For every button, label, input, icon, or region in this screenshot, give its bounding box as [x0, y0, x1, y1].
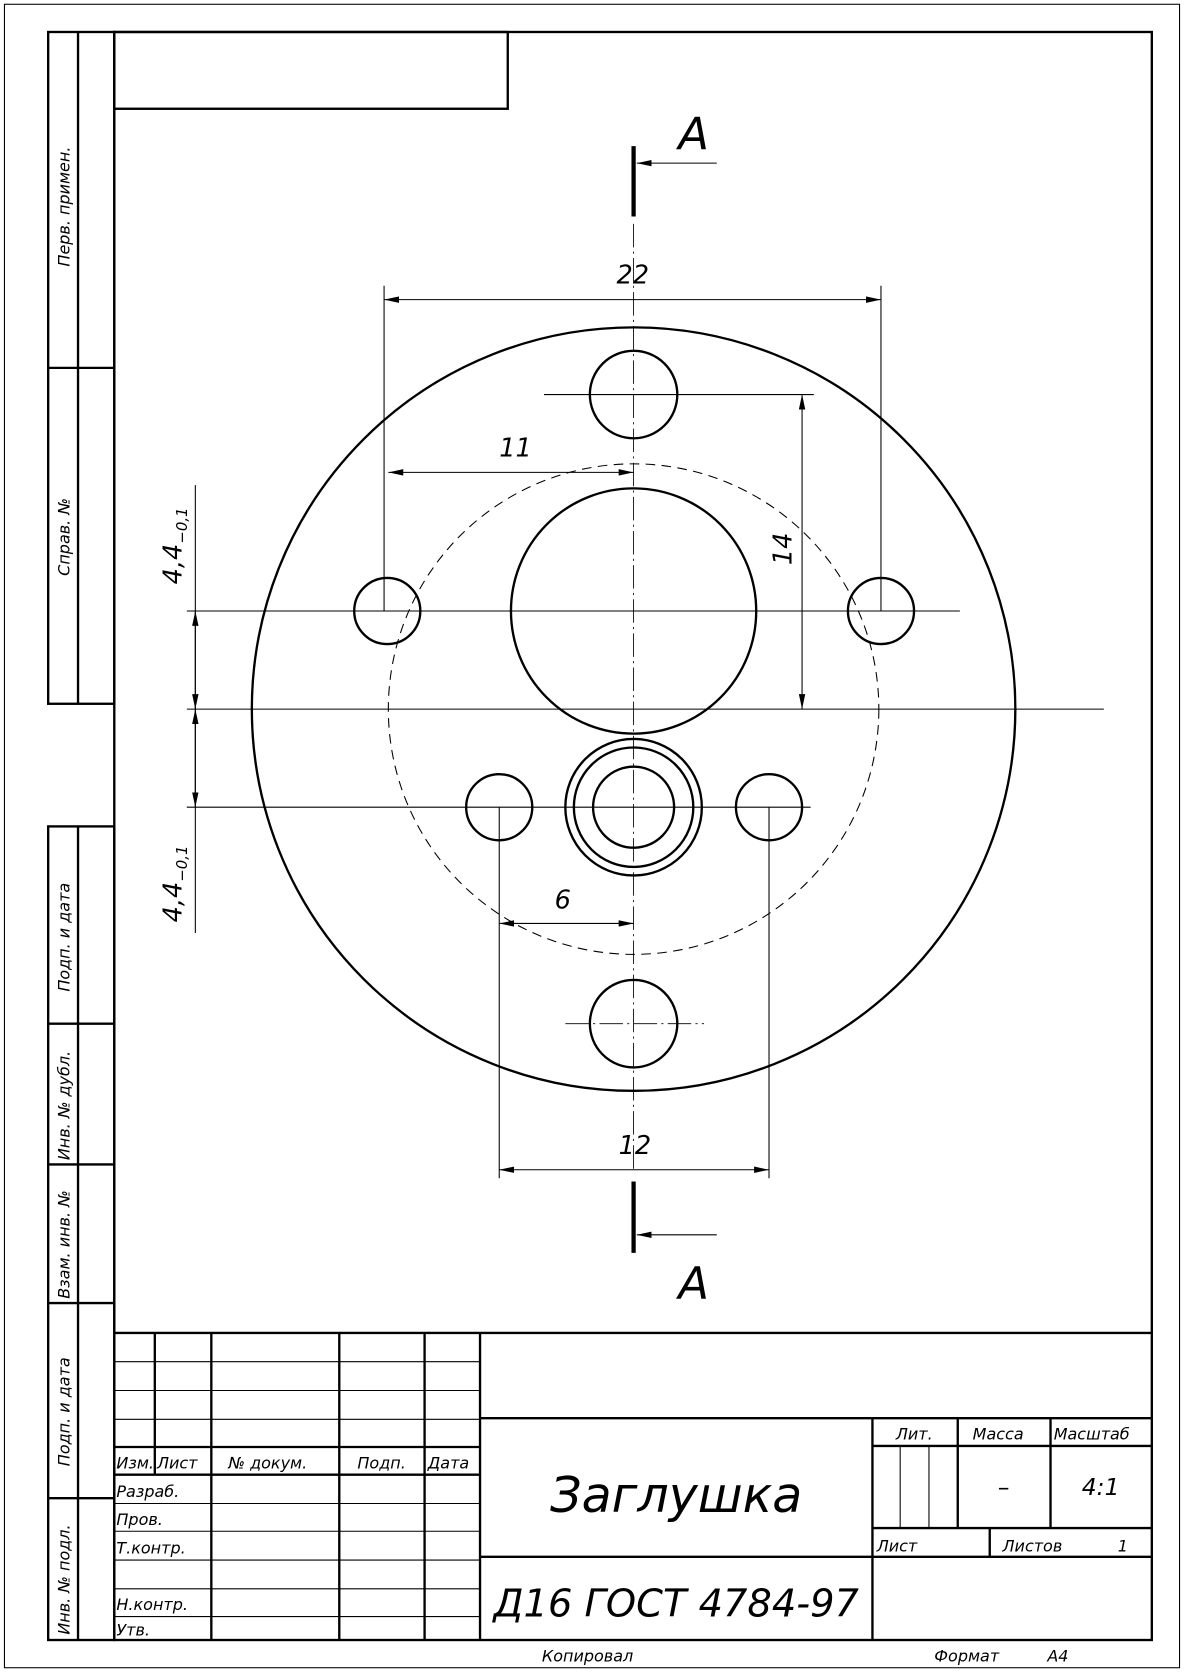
sheet-label: Лист	[876, 1537, 918, 1556]
boss-outer	[564, 737, 704, 877]
svg-text:12: 12	[619, 1131, 652, 1161]
svg-text:4,4−0,1: 4,4−0,1	[158, 845, 190, 922]
role-tkontr: Т.контр.	[116, 1539, 185, 1558]
format-label: Формат	[934, 1646, 1000, 1665]
side-label-podp-data-2: Подп. и дата	[55, 1357, 74, 1466]
copied-label: Копировал	[542, 1646, 633, 1665]
side-label-inv-dubl: Инв. № дубл.	[55, 1051, 74, 1160]
role-prov: Пров.	[116, 1510, 162, 1529]
sheet-edge	[3, 3, 1181, 1669]
dimension-11: 11	[388, 433, 634, 476]
hole-bottom	[588, 978, 679, 1069]
central-hole	[509, 487, 758, 735]
dimension-4-4-tolerance: 4,4−0,1 4,4−0,1	[158, 485, 199, 934]
left-strip-lower	[47, 825, 116, 1642]
svg-text:11: 11	[499, 433, 532, 463]
hole-top	[588, 349, 679, 440]
dimension-22: 22	[383, 261, 882, 612]
lit-label: Лит.	[895, 1425, 933, 1444]
format-value: A4	[1046, 1646, 1068, 1665]
section-marker-top: A	[631, 107, 717, 217]
svg-text:6: 6	[555, 886, 571, 916]
dimension-12: 12	[498, 807, 770, 1179]
part-material: Д16 ГОСТ 4784-97	[492, 1582, 860, 1627]
side-label-sprav: Справ. №	[55, 498, 74, 576]
role-utv: Утв.	[116, 1621, 150, 1640]
section-marker-bottom: A	[631, 1181, 717, 1310]
dimension-6: 6	[499, 886, 634, 927]
svg-text:A: A	[675, 107, 709, 160]
header-sign: Подп.	[357, 1453, 405, 1472]
side-label-inv-podl: Инв. № подл.	[55, 1524, 74, 1634]
svg-text:22: 22	[617, 261, 650, 291]
center-lines	[186, 223, 1104, 1173]
svg-text:A: A	[675, 1257, 709, 1310]
side-label-vzam-inv: Взам. инв. №	[55, 1190, 74, 1299]
dimension-14: 14	[768, 394, 806, 710]
sheets-value: 1	[1118, 1537, 1128, 1556]
header-date: Дата	[427, 1453, 469, 1472]
header-list: Лист	[156, 1453, 198, 1472]
role-nkontr: Н.контр.	[116, 1595, 188, 1614]
header-izm: Изм.	[116, 1453, 154, 1472]
title-block	[114, 1331, 1152, 1641]
part-name: Заглушка	[550, 1466, 802, 1524]
svg-text:14: 14	[768, 533, 798, 566]
mass-value: –	[998, 1473, 1010, 1501]
side-label-podp-data-1: Подп. и дата	[55, 883, 74, 992]
boss-hole	[591, 765, 676, 849]
bolt-circle	[387, 463, 880, 955]
side-label-perv-primen: Перв. примен.	[55, 147, 74, 267]
outer-contour	[250, 326, 1017, 1093]
mass-label: Масса	[973, 1425, 1024, 1444]
sheets-label: Листов	[1002, 1537, 1063, 1556]
hole-left	[353, 576, 422, 646]
boss-inner	[572, 746, 695, 869]
top-left-box	[113, 30, 509, 110]
svg-text:4,4−0,1: 4,4−0,1	[158, 507, 190, 584]
header-doc: № докум.	[227, 1453, 307, 1472]
scale-value: 4:1	[1082, 1473, 1120, 1501]
role-razrab: Разраб.	[116, 1482, 179, 1501]
left-strip-upper	[47, 30, 116, 705]
scale-label: Масштаб	[1054, 1425, 1130, 1444]
